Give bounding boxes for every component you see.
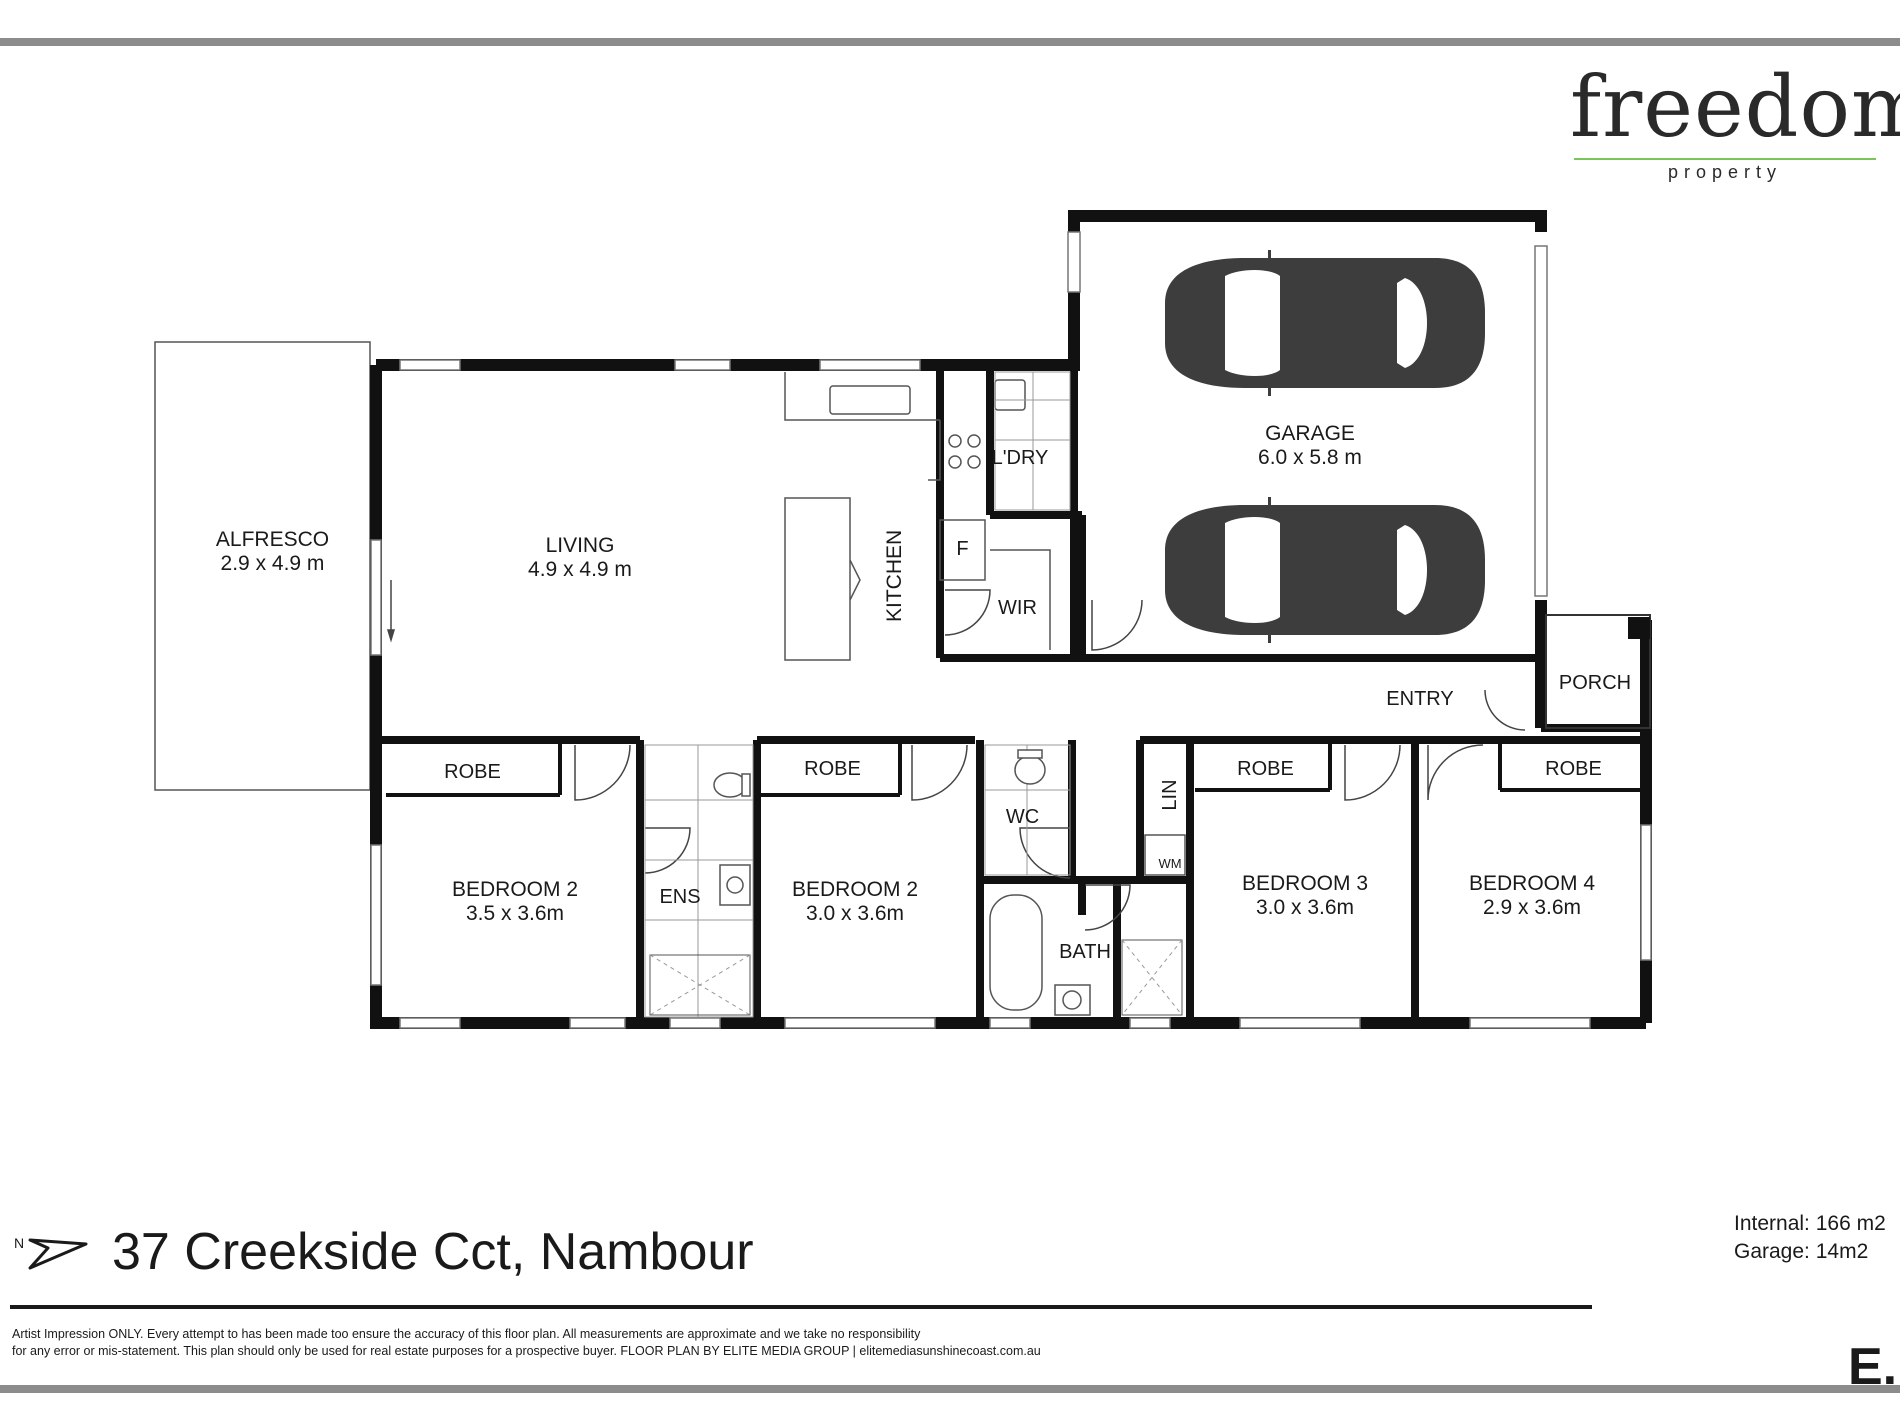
room-label-robe-2: ROBE [804,758,861,780]
car-icon-2 [1165,497,1485,643]
living-name: LIVING [545,534,615,557]
bottom-divider-bar [0,1385,1900,1393]
garage-size: 6.0 x 5.8 m [1258,446,1362,469]
brand-name: freedom [1570,58,1900,156]
disclaimer-line-1: Artist Impression ONLY. Every attempt to… [12,1327,921,1341]
brand-logo: freedom property [1570,58,1900,182]
sliding-door [386,580,396,643]
porch-post [1628,617,1650,639]
room-label-bedroom-3: BEDROOM 3 3.0 x 3.6m [1230,872,1380,920]
room-label-alfresco: ALFRESCO 2.9 x 4.9 m [190,528,355,576]
room-label-robe-1: ROBE [444,761,501,783]
room-label-bath: BATH [1059,941,1111,963]
room-label-linen: LIN [1159,779,1181,811]
room-label-wc: WC [1005,806,1040,828]
fridge-and-wir [939,519,1051,650]
room-label-wir: WIR [998,597,1037,619]
disclaimer-line-2: for any error or mis-statement. This pla… [12,1344,1041,1358]
living-size: 4.9 x 4.9 m [528,558,632,581]
door-swings [574,589,1526,931]
car-icon-1 [1165,250,1485,396]
room-label-living: LIVING 4.9 x 4.9 m [500,534,660,582]
room-label-entry: ENTRY [1386,688,1454,710]
interior-walls [376,365,1646,1023]
room-label-ensuite: ENS [659,886,701,908]
bathroom-fixtures [713,749,1186,1016]
room-label-bedroom-4: BEDROOM 4 2.9 x 3.6m [1457,872,1607,920]
alfresco-name: ALFRESCO [215,528,330,551]
alfresco-area [154,341,371,791]
porch-walls [1545,614,1651,729]
room-label-kitchen: KITCHEN [883,529,906,622]
brand-accent-line [1574,158,1876,160]
garage-name: GARAGE [1265,422,1355,445]
garage-area: Garage: 14m2 [1734,1240,1869,1263]
property-address: 37 Creekside Cct, Nambour [112,1223,754,1281]
room-label-washing-machine: WM [1158,856,1182,871]
bedroom-3-name: BEDROOM 3 [1241,872,1369,895]
room-label-fridge: F [956,538,969,560]
bedroom-b-name: BEDROOM 2 [791,878,919,901]
alfresco-size: 2.9 x 4.9 m [220,552,325,575]
kitchen-benches [784,372,1026,661]
bedroom-a-size: 3.5 x 3.6m [465,902,565,925]
tiled-areas [644,371,1183,1018]
media-logo: E. [1848,1338,1898,1396]
bedroom-3-size: 3.0 x 3.6m [1255,896,1355,919]
room-label-garage: GARAGE 6.0 x 5.8 m [1240,422,1380,470]
bedroom-b-size: 3.0 x 3.6m [805,902,905,925]
room-label-robe-3: ROBE [1237,758,1294,780]
room-label-bedroom-a: BEDROOM 2 3.5 x 3.6m [440,878,590,926]
robe-walls [386,740,1640,797]
bedroom-4-size: 2.9 x 3.6m [1482,896,1582,919]
area-stats: Internal: 166 m2 Garage: 14m2 [1734,1210,1886,1266]
north-label: N [14,1235,24,1251]
room-label-robe-4: ROBE [1545,758,1602,780]
windows [370,231,1652,1029]
room-label-laundry: L'DRY [991,447,1049,469]
bedroom-4-name: BEDROOM 4 [1468,872,1596,895]
footer-rule [10,1305,1592,1309]
room-label-bedroom-b: BEDROOM 2 3.0 x 3.6m [780,878,930,926]
north-arrow-icon: N [14,1218,90,1274]
brand-subtitle: property [1667,162,1783,182]
room-label-porch: PORCH [1558,672,1632,694]
bedroom-a-name: BEDROOM 2 [451,878,579,901]
top-divider-bar [0,38,1900,46]
internal-area: Internal: 166 m2 [1734,1212,1886,1235]
disclaimer: Artist Impression ONLY. Every attempt to… [12,1326,1572,1360]
